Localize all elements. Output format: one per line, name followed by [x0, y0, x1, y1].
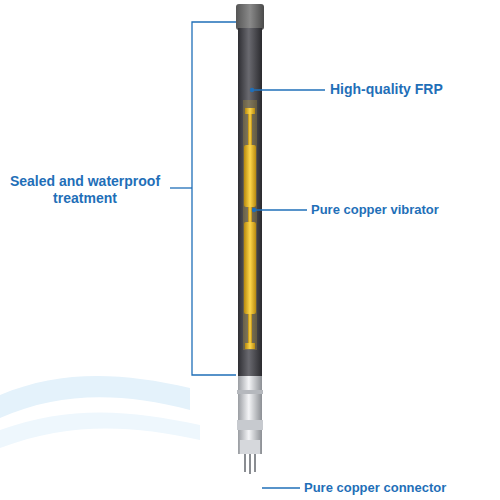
antenna: [236, 4, 264, 474]
callout-label: Pure copper vibrator: [311, 202, 496, 218]
antenna-cap: [236, 4, 264, 30]
frp-radome: [238, 28, 262, 376]
leader-lines: [170, 22, 325, 488]
bracket: [192, 22, 236, 375]
callout-label: Sealed and waterproof treatment: [4, 173, 166, 208]
copper-element: [244, 222, 256, 314]
copper-element: [244, 145, 256, 207]
leader-line: [170, 187, 192, 188]
background-wave: [0, 376, 200, 448]
callout-label: High-quality FRP: [330, 81, 495, 99]
connector-body: [238, 376, 262, 454]
leader-line: [262, 487, 300, 488]
leader-dots: [250, 88, 256, 212]
callout-label: Pure copper connector: [304, 480, 496, 496]
leader-line: [254, 209, 307, 210]
leader-line: [252, 89, 325, 90]
